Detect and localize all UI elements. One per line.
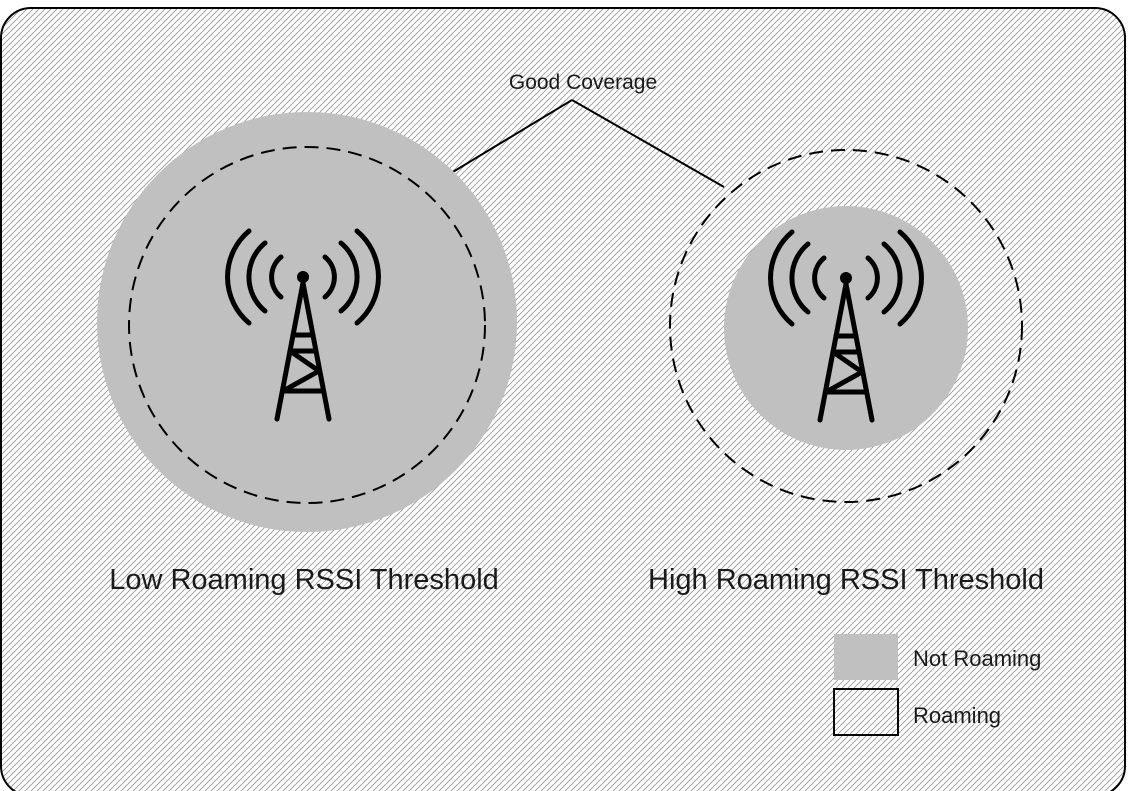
legend-roaming-label: Roaming [913, 703, 1001, 728]
left-caption: Low Roaming RSSI Threshold [109, 564, 499, 596]
right-not-roaming-area [724, 206, 968, 450]
callout-label: Good Coverage [509, 71, 657, 94]
legend-roaming-swatch [833, 688, 899, 736]
legend: Not Roaming Roaming [833, 634, 1041, 736]
left-not-roaming-area [97, 112, 517, 532]
right-caption: High Roaming RSSI Threshold [648, 564, 1044, 596]
right-good-coverage-boundary [669, 149, 1023, 503]
left-good-coverage-boundary [128, 146, 486, 504]
legend-not-roaming-swatch [834, 634, 898, 680]
legend-not-roaming-label: Not Roaming [913, 646, 1041, 671]
callout-line-right [571, 99, 725, 188]
